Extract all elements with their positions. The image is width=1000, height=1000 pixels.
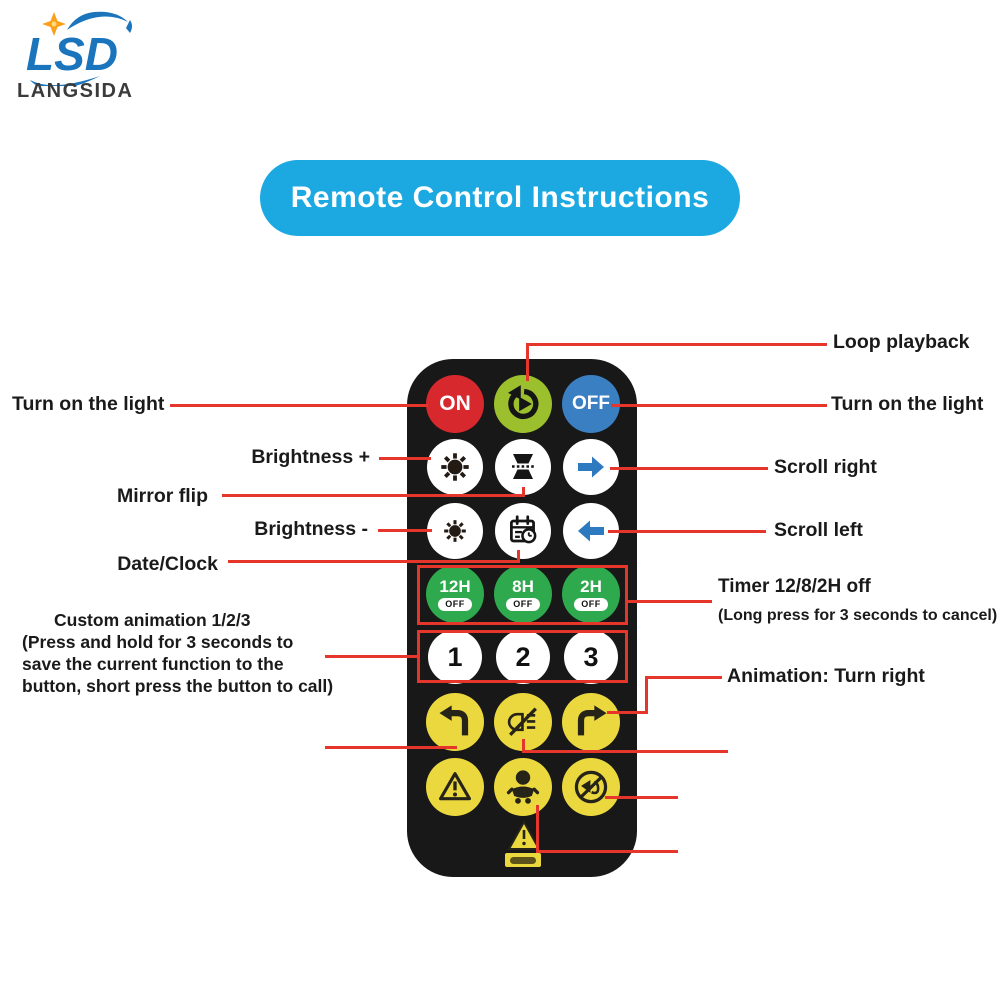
brand-logo: LSD (12, 6, 182, 91)
label-scroll-left: Scroll left (774, 519, 863, 541)
callout-line-brightness-minus (378, 529, 432, 532)
label-turn-on-left: Turn on the light (12, 393, 165, 415)
label-brightness-minus: Brightness - (254, 518, 368, 540)
label-custom-animation: Custom animation 1/2/3 (Press and hold f… (22, 609, 382, 697)
callout-line-animation-top (645, 676, 722, 679)
arrow-left-icon (578, 520, 604, 542)
timer-8h-button[interactable]: 8H OFF (494, 565, 552, 623)
arrow-right-icon (578, 456, 604, 478)
timer-2h-label: 2H (580, 576, 602, 596)
timer-8h-label: 8H (512, 576, 534, 596)
custom-3-label: 3 (583, 641, 599, 672)
timer-12h-button[interactable]: 12H OFF (426, 565, 484, 623)
warning-label-sticker (505, 853, 541, 867)
custom-1-button[interactable]: 1 (428, 630, 482, 684)
callout-line-headlight-tick (522, 739, 525, 753)
callout-line-off (611, 404, 827, 407)
callout-line-loop (526, 343, 827, 346)
calendar-clock-icon (510, 515, 537, 544)
turn-right-button[interactable] (562, 693, 620, 751)
callout-line-headlight (522, 750, 728, 753)
remote-control: ON OFF (407, 359, 637, 877)
label-timer-note: Timer 12/8/2H off (Long press for 3 seco… (718, 576, 997, 625)
label-brightness-plus: Brightness + (251, 446, 370, 468)
brightness-plus-button[interactable] (427, 439, 483, 495)
timer-2h-off-badge: OFF (574, 597, 608, 611)
title-banner: Remote Control Instructions (260, 160, 740, 236)
scroll-right-button[interactable] (563, 439, 619, 495)
no-horn-icon (574, 770, 608, 804)
custom-animation-line4: button, short press the button to call) (22, 676, 334, 696)
sun-small-icon (444, 520, 466, 542)
timer-8h-off-badge: OFF (506, 597, 540, 611)
loop-icon (508, 385, 539, 420)
timer-12h-label: 12H (439, 576, 471, 596)
baby-mode-button[interactable] (494, 758, 552, 816)
on-button-label: ON (439, 392, 471, 415)
label-loop-playback: Loop playback (833, 331, 970, 353)
callout-line-mirror-tick (522, 487, 525, 497)
label-animation-turn-right: Animation: Turn right (727, 665, 925, 687)
custom-3-button[interactable]: 3 (564, 630, 618, 684)
callout-line-on (170, 404, 428, 407)
callout-line-baby (536, 850, 678, 853)
brightness-minus-button[interactable] (427, 503, 483, 559)
custom-group-outline (417, 630, 628, 683)
callout-line-mirror (222, 494, 525, 497)
custom-animation-line3: save the current function to the (22, 654, 284, 674)
warning-triangle-icon (439, 772, 471, 801)
callout-line-timer (628, 600, 712, 603)
custom-animation-line1: Custom animation 1/2/3 (54, 610, 251, 630)
sun-large-icon (441, 453, 469, 481)
label-turn-on-right: Turn on the light (831, 393, 984, 415)
svg-text:LSD: LSD (26, 28, 118, 80)
timer-note-title: Timer 12/8/2H off (718, 576, 871, 597)
callout-line-animation-bottom (607, 711, 648, 714)
custom-2-button[interactable]: 2 (496, 630, 550, 684)
curved-arrow-right-icon (577, 705, 607, 736)
callout-line-loop-vertical (526, 343, 529, 381)
callout-line-baby-vertical (536, 805, 539, 853)
lsd-logo-icon: LSD (26, 11, 132, 90)
label-date-clock: Date/Clock (117, 553, 218, 575)
callout-line-horn (605, 796, 678, 799)
on-button[interactable]: ON (426, 375, 484, 433)
callout-line-date-clock-tick (517, 550, 520, 563)
custom-1-label: 1 (447, 641, 463, 672)
sticker-text-oval (510, 856, 536, 864)
sticker-warning-triangle-icon (507, 820, 541, 850)
mirror-flip-button[interactable] (495, 439, 551, 495)
label-scroll-right: Scroll right (774, 456, 877, 478)
curved-arrow-left-icon (439, 705, 469, 736)
callout-line-scroll-left (608, 530, 766, 533)
timer-group-outline (417, 565, 628, 625)
baby-icon (506, 770, 540, 804)
mirror-flip-icon (512, 454, 534, 479)
callout-line-date-clock (228, 560, 520, 563)
label-mirror-flip: Mirror flip (117, 485, 208, 507)
timer-2h-button[interactable]: 2H OFF (562, 565, 620, 623)
loop-playback-button[interactable] (494, 375, 552, 433)
date-clock-button[interactable] (495, 503, 551, 559)
custom-2-label: 2 (515, 641, 531, 672)
page-title: Remote Control Instructions (290, 181, 710, 214)
horn-off-button[interactable] (562, 758, 620, 816)
custom-animation-line2: (Press and hold for 3 seconds to (22, 632, 294, 652)
callout-line-animation-vertical (645, 676, 648, 714)
off-button[interactable]: OFF (562, 375, 620, 433)
brand-name: LANGSIDA (17, 80, 134, 102)
turn-left-button[interactable] (426, 693, 484, 751)
warning-button[interactable] (426, 758, 484, 816)
timer-note-subtitle: (Long press for 3 seconds to cancel) (718, 607, 998, 624)
callout-line-brightness-plus (379, 457, 431, 460)
callout-line-scroll-right (610, 467, 768, 470)
no-headlight-icon (507, 707, 537, 736)
off-button-label: OFF (572, 393, 610, 414)
timer-12h-off-badge: OFF (438, 597, 472, 611)
callout-line-turn-left (325, 746, 457, 749)
callout-line-custom (325, 655, 418, 658)
